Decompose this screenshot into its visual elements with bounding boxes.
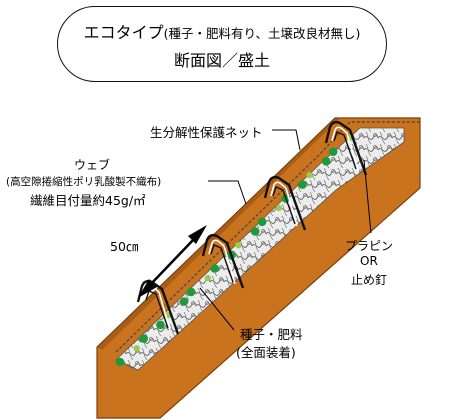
label-fiber-weight: 繊維目付量約45g/㎡: [30, 193, 146, 208]
protective-net: [115, 121, 420, 353]
seed-dot: [204, 274, 211, 282]
hairpin-staple-icon: [201, 233, 245, 289]
title-line-2: 断面図／盛土: [173, 51, 270, 70]
double-arrow-icon: [138, 225, 207, 298]
label-seed-1: 種子・肥料: [240, 327, 303, 342]
leader-web: [208, 180, 247, 205]
label-web: ウェブ: [74, 158, 111, 172]
leader-pin: [363, 159, 372, 234]
seed-dot: [257, 217, 267, 227]
title-main: エコタイプ: [83, 23, 164, 42]
seed-dot: [250, 227, 260, 236]
seed-dot: [298, 180, 307, 189]
seed-dot: [321, 157, 331, 166]
seed-dot: [275, 204, 282, 212]
seed-dot: [139, 334, 148, 343]
title-line-1: エコタイプ(種子・肥料有り、土壌改良材無し): [58, 19, 386, 43]
label-pin-2: OR: [360, 254, 378, 268]
seed-dot: [133, 345, 140, 352]
title-detail: (種子・肥料有り、土壌改良材無し): [163, 26, 361, 41]
hairpin-staple-icon: [324, 120, 368, 176]
seed-dot: [328, 147, 338, 156]
label-web-material: (高空隙捲縮性ポリ乳酸製不織布): [6, 176, 162, 188]
label-pin-3: 止め釘: [351, 273, 388, 287]
seed-dot: [115, 357, 125, 367]
seed-dot: [210, 264, 219, 273]
seed-fertilizer-group: [115, 134, 354, 367]
leader-lines: [199, 129, 372, 331]
seed-dot: [235, 242, 242, 249]
seed-dot: [186, 287, 196, 297]
seed-dot: [306, 171, 313, 179]
label-net: 生分解性保護ネット: [150, 125, 263, 140]
leader-seed: [199, 287, 235, 331]
label-spacing: 50㎝: [110, 239, 139, 254]
seed-dot: [179, 297, 189, 306]
title-box: エコタイプ(種子・肥料有り、土壌改良材無し) 断面図／盛土: [57, 6, 387, 82]
hairpin-staple-icon: [263, 175, 307, 231]
seed-dot: [156, 320, 165, 330]
soil-slope-edge: [97, 118, 340, 350]
label-seed-2: (全面装着): [236, 345, 296, 360]
label-pin-1: プラピン: [345, 239, 394, 253]
leader-net: [272, 129, 301, 151]
